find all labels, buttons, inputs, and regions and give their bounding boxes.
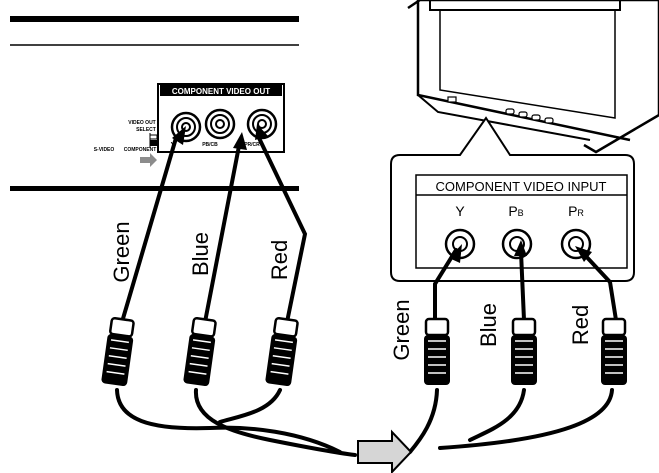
plug-right-red	[601, 317, 627, 385]
switch-label-select: SELECT	[136, 127, 156, 133]
cable-label-left-green: Green	[109, 221, 134, 282]
cable-label-right-blue: Blue	[476, 303, 501, 347]
tv-monitor	[407, 0, 659, 154]
component-video-out-panel: COMPONENT VIDEO OUT Y PB/CB PR/CR	[157, 83, 285, 153]
video-out-select-switch: VIDEO OUT SELECT S-VIDEO COMPONENT	[94, 120, 158, 167]
plug-left-green	[101, 316, 135, 386]
cable-label-right-green: Green	[389, 299, 414, 360]
cable-label-right-red: Red	[568, 305, 593, 345]
jack-label-pb-in: PB	[508, 203, 523, 219]
plug-left-blue	[183, 316, 217, 386]
jack-out-pb	[204, 108, 236, 140]
right-cables	[408, 248, 618, 454]
plug-right-green	[424, 317, 450, 385]
cable-label-left-red: Red	[267, 240, 292, 280]
jack-label-pr-in: PR	[568, 203, 584, 219]
jack-out-pr	[246, 108, 278, 140]
jack-label-pr-out: PR/CR	[244, 142, 260, 148]
front-buttons	[505, 108, 554, 124]
panel-header-out: COMPONENT VIDEO OUT	[172, 87, 270, 96]
switch-arrow-icon	[140, 153, 157, 167]
cable-label-left-blue: Blue	[188, 232, 213, 276]
left-cables	[115, 136, 357, 457]
panel-header-in: COMPONENT VIDEO INPUT	[436, 179, 607, 194]
switch-label-component: COMPONENT	[124, 147, 157, 153]
switch-label-s-video: S-VIDEO	[94, 147, 115, 153]
plug-left-red	[265, 316, 299, 386]
player-body	[10, 16, 299, 191]
switch-label-top: VIDEO OUT	[128, 120, 156, 126]
left-arrowheads	[172, 124, 268, 150]
jack-label-y-in: Y	[455, 203, 465, 219]
power-button-icon	[447, 96, 457, 103]
component-video-input-panel: COMPONENT VIDEO INPUT Y PB PR	[390, 116, 635, 282]
direction-arrow-icon	[357, 429, 413, 473]
right-arrowheads	[449, 240, 592, 263]
jack-label-pb-out: PB/CB	[202, 142, 218, 148]
plug-right-blue	[511, 317, 537, 385]
